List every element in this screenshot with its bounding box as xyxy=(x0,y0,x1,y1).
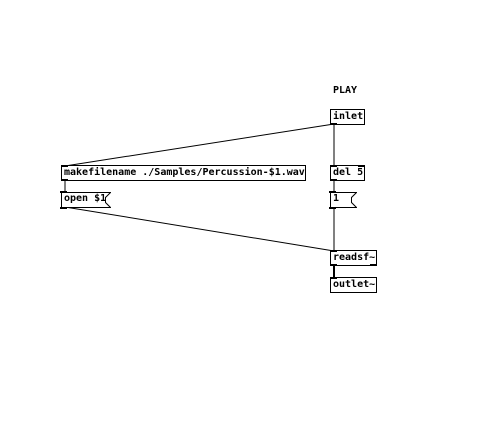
outlet-object-label: outlet~ xyxy=(333,279,376,290)
inlet-object-outlet[interactable] xyxy=(330,123,337,125)
del-object-outlet[interactable] xyxy=(330,179,337,181)
outlet-object-inlet[interactable] xyxy=(330,277,337,279)
wire-inlet-to-makefilename[interactable] xyxy=(64,123,335,167)
wire-open-to-readsf[interactable] xyxy=(64,206,335,252)
play-comment: PLAY xyxy=(333,85,358,96)
one-message-outlet[interactable] xyxy=(329,207,336,209)
one-message-label: 1 xyxy=(333,193,340,204)
one-message[interactable]: 1 xyxy=(329,191,357,209)
del-object-inlet-right[interactable] xyxy=(358,165,365,167)
readsf-object[interactable]: readsf~ xyxy=(330,250,377,266)
inlet-object-label: inlet xyxy=(333,111,364,122)
del-object-label: del 5 xyxy=(333,167,364,178)
del-object-inlet-left[interactable] xyxy=(330,165,337,167)
inlet-object[interactable]: inlet xyxy=(330,109,365,125)
open-message[interactable]: open $1 xyxy=(60,191,111,209)
makefilename-object-inlet[interactable] xyxy=(61,165,68,167)
makefilename-object[interactable]: makefilename ./Samples/Percussion-$1.wav xyxy=(61,165,306,181)
makefilename-object-label: makefilename ./Samples/Percussion-$1.wav xyxy=(64,167,305,178)
one-message-inlet[interactable] xyxy=(329,191,336,193)
open-message-outlet[interactable] xyxy=(60,207,67,209)
readsf-object-outlet-signal[interactable] xyxy=(330,264,337,266)
readsf-object-outlet-bang[interactable] xyxy=(370,264,377,266)
readsf-object-inlet[interactable] xyxy=(330,250,337,252)
readsf-object-label: readsf~ xyxy=(333,252,376,263)
open-message-inlet[interactable] xyxy=(60,191,67,193)
open-message-label: open $1 xyxy=(64,193,107,204)
makefilename-object-outlet[interactable] xyxy=(61,179,68,181)
del-object[interactable]: del 5 xyxy=(330,165,365,181)
outlet-object[interactable]: outlet~ xyxy=(330,277,377,293)
